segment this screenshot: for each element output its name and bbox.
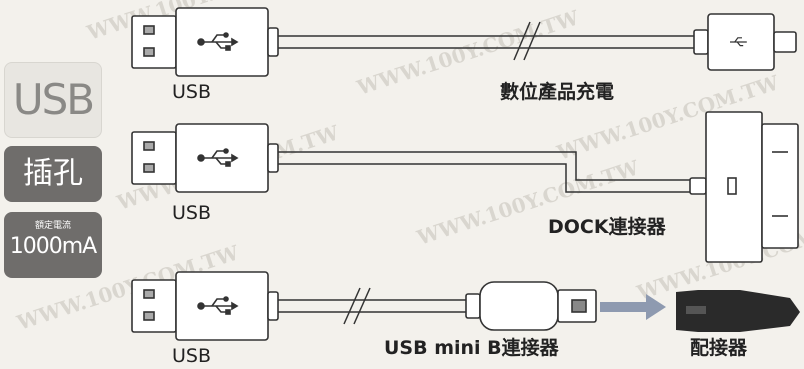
- row-3-mini-b-plug: [465, 281, 597, 331]
- rated-current-badge: 額定電流 1000mA: [4, 212, 102, 278]
- socket-badge: 插孔: [4, 146, 102, 202]
- cable-break-mark: [353, 287, 371, 325]
- row-1-cable: [278, 21, 694, 61]
- rated-current-value: 1000mA: [9, 234, 97, 259]
- row-2-cable: [278, 151, 690, 193]
- row-1-usb-label: USB: [172, 81, 211, 103]
- socket-text: 插孔: [23, 156, 83, 191]
- cable-break-mark: [523, 21, 541, 61]
- rated-current-label: 額定電流: [34, 221, 71, 231]
- usb-title-text: USB: [12, 75, 95, 124]
- usb-trident-icon: [197, 32, 239, 51]
- row-3-target-label: 配接器: [690, 337, 748, 359]
- usb-title-badge: USB: [4, 62, 102, 138]
- cable-break-mark: [343, 287, 361, 325]
- row-2-dock-connector: [689, 111, 799, 263]
- row-3-connector-label: USB mini B連接器: [384, 336, 560, 359]
- usb-trident-icon: [197, 296, 239, 315]
- usb-trident-icon: [730, 37, 747, 47]
- row-2-usb-label: USB: [172, 202, 211, 224]
- row-3-adapter-icon: [676, 290, 800, 332]
- cable-break-mark: [513, 21, 531, 61]
- row-3-usb-plug: [131, 271, 279, 341]
- row-1-target-label: 數位產品充電: [500, 80, 614, 103]
- row-2-target-label: DOCK連接器: [548, 215, 667, 238]
- row-3-usb-label: USB: [172, 345, 211, 367]
- arrow-icon: [600, 294, 666, 320]
- row-3-cable: [278, 287, 466, 325]
- usb-trident-icon: [197, 148, 239, 167]
